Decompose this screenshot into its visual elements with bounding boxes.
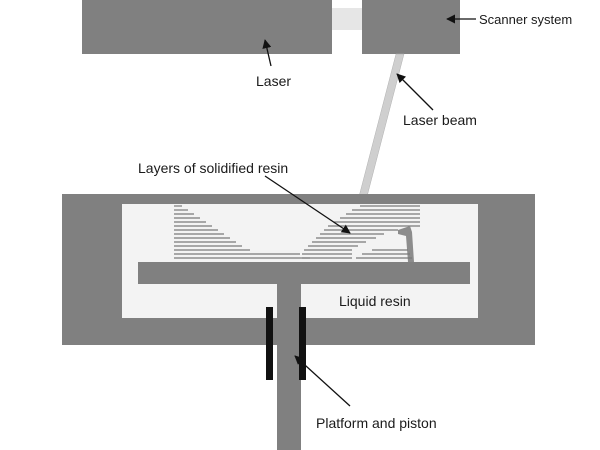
label-layers-of-solidified-resin: Layers of solidified resin — [138, 160, 288, 176]
piston-seal-right — [299, 307, 306, 380]
laser-connector — [332, 8, 362, 30]
solidified-layers-right — [302, 205, 420, 259]
build-platform — [138, 262, 470, 284]
platform-piston-pointer — [294, 355, 351, 407]
hook-layers — [356, 249, 412, 259]
laser-pointer — [262, 39, 272, 67]
solidified-layers-left — [174, 205, 310, 259]
label-laser: Laser — [256, 73, 291, 89]
label-laser-beam: Laser beam — [403, 112, 477, 128]
solidified-hook — [398, 226, 414, 262]
layers-pointer — [264, 175, 351, 234]
piston-seal-left — [266, 307, 273, 380]
laser-beam-pointer — [396, 73, 434, 111]
label-platform-and-piston: Platform and piston — [316, 415, 437, 431]
piston — [277, 284, 301, 450]
laser-beam — [354, 53, 405, 213]
label-liquid-resin: Liquid resin — [339, 293, 411, 309]
label-scanner-system: Scanner system — [479, 12, 572, 27]
laser-unit — [82, 0, 332, 54]
resin-vat — [62, 194, 535, 345]
scanner-unit — [362, 0, 460, 54]
